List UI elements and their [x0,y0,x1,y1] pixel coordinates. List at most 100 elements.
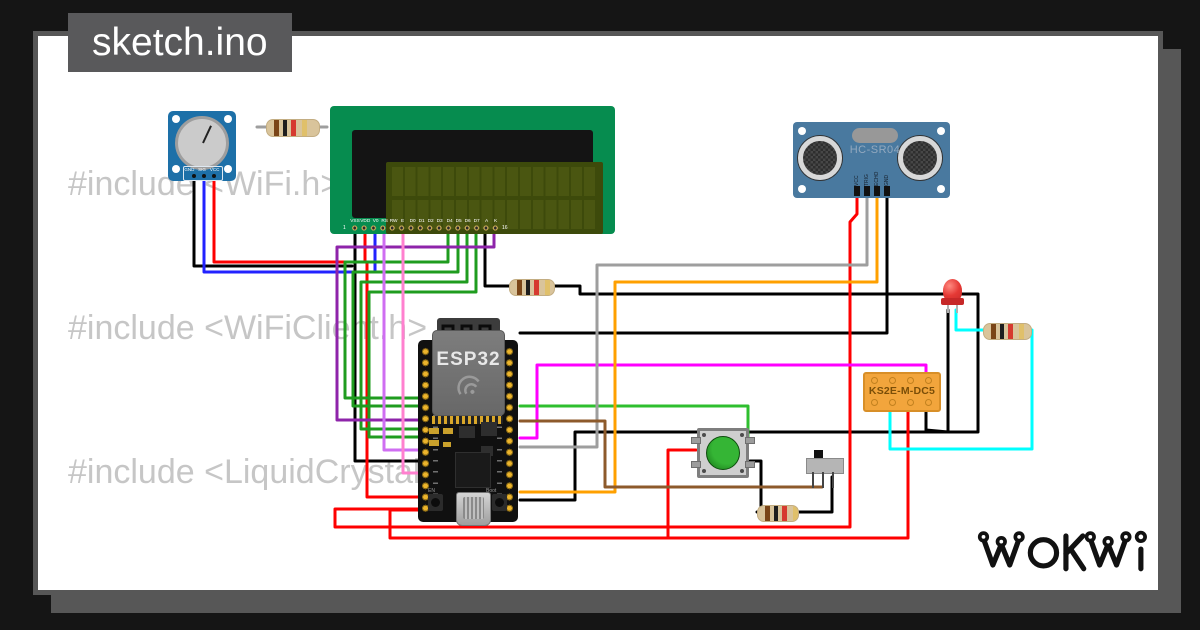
wire-sonar-trig[interactable] [518,194,869,449]
tab-sketch-ino[interactable]: sketch.ino [68,13,292,72]
lcd1602-display[interactable]: VSS VDD V0 RS RW E D0 D1 D2 D3 D4 D5 D6 … [330,106,615,234]
sonar-label: HC-SR04 [849,144,901,156]
sonar-transducer-left [798,136,842,180]
wire-sonar-echo[interactable] [518,194,879,494]
button-pin[interactable] [691,461,701,468]
pushbutton[interactable] [691,428,755,478]
lcd-pin-label: E [401,218,405,224]
esp32-usb-connector [456,492,491,526]
esp32-pin-header-left[interactable] [420,346,431,514]
led-dome [943,279,962,302]
lcd-pin-row[interactable] [350,224,500,232]
lcd-pin-label: D7 [473,218,480,224]
wire-resistor-switch[interactable] [795,475,834,514]
wire-lcd-d5[interactable] [351,226,460,408]
wire-sonar-gnd[interactable] [518,194,889,335]
esp32-solder-row [432,416,503,424]
wire-button-red[interactable] [666,448,698,540]
wire-pot-gnd[interactable] [192,176,354,268]
button-pin[interactable] [691,437,701,444]
wire-led-anode[interactable] [954,308,985,332]
led-cathode-leg [947,305,949,313]
sonar-pin[interactable] [854,186,860,196]
relay-label: KS2E-M-DC5 [868,385,936,397]
switch-pin[interactable] [832,472,834,488]
lcd-character-grid [392,167,597,229]
lcd-pin-labels: VSS VDD V0 RS RW E D0 D1 D2 D3 D4 D5 D6 … [350,218,500,224]
potentiometer[interactable]: GND SIG VCC [168,111,236,181]
mount-hole [798,185,806,193]
mount-hole [798,127,806,135]
wire-lcd-k[interactable] [335,226,496,422]
wire-vcc-sonar[interactable] [333,194,859,529]
pot-pin[interactable] [192,174,196,178]
pot-pointer [202,125,212,144]
slide-switch[interactable] [806,450,844,488]
switch-knob[interactable] [814,450,823,460]
mount-hole [224,165,232,173]
sonar-pin[interactable] [864,186,870,196]
lcd-pin-label: D4 [446,218,453,224]
button-pin[interactable] [745,437,755,444]
wire-relay-coil[interactable] [518,363,928,440]
lcd-pin-label: V0 [372,218,379,224]
led-anode-leg [956,305,958,313]
pot-pin[interactable] [212,174,216,178]
red-led[interactable] [941,277,965,315]
wire-lcd-a-resistor[interactable] [483,226,511,288]
sonar-pin[interactable] [884,186,890,196]
lcd-pin-label: D1 [418,218,425,224]
resistor[interactable] [983,323,1032,340]
resistor[interactable] [757,505,799,522]
lcd-bezel [352,130,603,234]
wire-lcd-rs[interactable] [382,226,422,452]
espressif-logo-icon [456,375,480,395]
switch-body [806,458,844,474]
lcd-pin-label: D0 [409,218,416,224]
esp32-processor-chip [455,452,491,488]
esp32-label: ESP32 [436,349,501,370]
switch-pin[interactable] [812,472,814,488]
esp32-pin-marks [497,348,502,512]
switch-pin[interactable] [822,472,824,488]
wire-pot-sig-v0[interactable] [202,176,377,274]
lcd-pin-label: D3 [436,218,443,224]
lcd-pin-label: RW [389,218,398,224]
wire-lcd-d7[interactable] [367,226,478,439]
mount-hole [224,115,232,123]
lcd-screen [386,162,603,234]
resistor[interactable] [266,119,320,137]
resistor[interactable] [509,279,555,296]
mount-hole [937,185,945,193]
relay-module[interactable]: KS2E-M-DC5 [863,372,941,412]
wire-led-cathode[interactable] [518,308,950,502]
pot-pin[interactable] [202,174,206,178]
wire-lcd-vss[interactable] [353,226,422,463]
wire-relay-red[interactable] [388,400,910,540]
esp32-pin-header-right[interactable] [504,346,515,514]
hc-sr04-ultrasonic-sensor[interactable]: HC-SR04 VCC TRIG ECHO GND [793,122,950,198]
lcd-pin-number-last: 16 [502,225,508,231]
lcd-pin-label: D5 [455,218,462,224]
sonar-pin-label: GND [884,174,890,186]
sonar-pin[interactable] [874,186,880,196]
lcd-pin-label: A [484,218,488,224]
pot-pin-label: GND [184,167,195,172]
esp32-boot-button[interactable] [492,494,507,511]
wire-lcd-d6[interactable] [359,226,469,431]
button-pin[interactable] [745,461,755,468]
esp32-devkit-board[interactable]: ESP32 EN Boot [415,318,520,526]
lcd-pin-label: VSS [350,218,360,224]
lcd-pin-label: D6 [464,218,471,224]
esp32-en-button[interactable] [428,494,443,511]
wire-lcd-e[interactable] [401,226,422,475]
code-line: #include <WiFiClient.h> [68,309,428,347]
lcd-pin-number-first: 1 [343,225,346,231]
wire-resistor-run[interactable] [551,284,980,434]
button-cap[interactable] [706,436,740,470]
wire-switch-brown[interactable] [518,419,824,489]
pot-knob[interactable] [175,116,229,170]
lcd-pin-label: RS [381,218,388,224]
pot-pin-label: VCC [209,167,220,172]
lcd-pin-label: VDD [360,218,371,224]
